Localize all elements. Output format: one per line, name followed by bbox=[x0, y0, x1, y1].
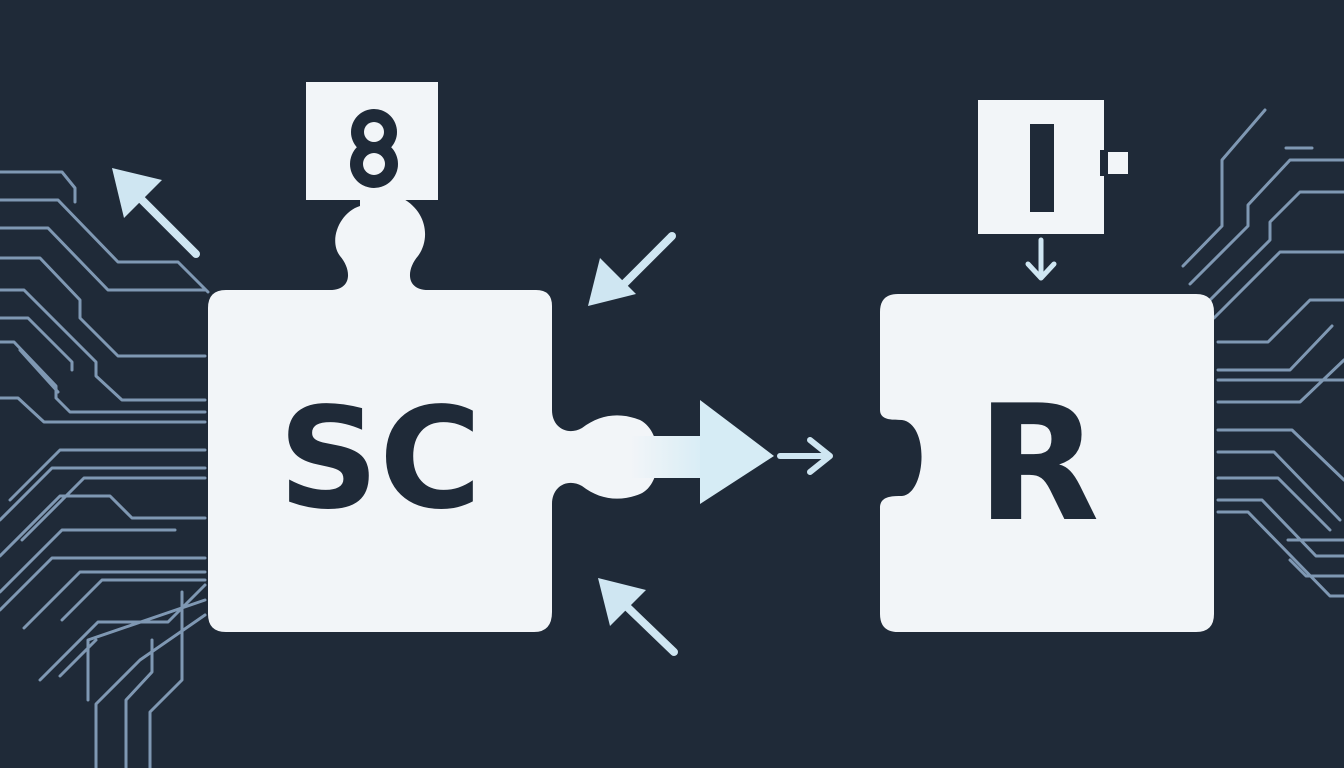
right-puzzle-piece bbox=[880, 294, 1214, 632]
left-puzzle-piece bbox=[208, 198, 658, 632]
arrow-top-right bbox=[588, 232, 676, 306]
connector-arrow bbox=[630, 400, 774, 504]
small-connector-arrow bbox=[777, 437, 833, 475]
arrow-bottom-right bbox=[598, 578, 678, 656]
left-circuit-traces bbox=[0, 170, 210, 768]
lock-icon bbox=[350, 109, 398, 188]
left-piece-label: SC bbox=[278, 378, 482, 541]
top-right-block bbox=[978, 100, 1128, 234]
arrow-top-left bbox=[112, 168, 200, 258]
right-circuit-traces bbox=[1181, 108, 1344, 598]
right-piece-label: R bbox=[976, 370, 1100, 557]
down-arrow-icon bbox=[1025, 237, 1057, 281]
